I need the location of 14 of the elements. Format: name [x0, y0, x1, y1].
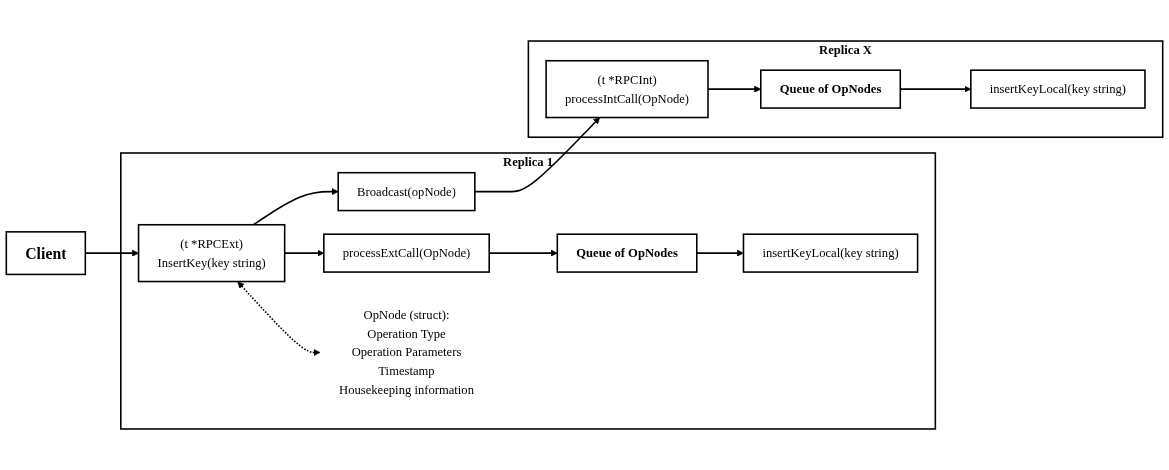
arrow [474, 117, 601, 193]
node-box: Client [5, 231, 87, 276]
node-box: insertKeyLocal(key string) [970, 69, 1146, 109]
node-box: insertKeyLocal(key string) [742, 233, 919, 273]
node-box: (t *RPCExt) InsertKey(key string) [137, 223, 286, 283]
node-box: Queue of OpNodes [556, 233, 698, 273]
arrow [252, 188, 339, 226]
node-box: Broadcast(opNode) [337, 171, 476, 212]
arrow [696, 249, 744, 257]
node-box: processExtCall(OpNode) [323, 233, 490, 273]
node-text: OpNode (struct): Operation Type Operation Parameters Timestamp Housekeeping information [339, 307, 474, 397]
node-box: Queue of OpNodes [760, 69, 902, 109]
node-box: (t *RPCInt) processIntCall(OpNode) [545, 59, 709, 119]
arrow [237, 281, 321, 356]
